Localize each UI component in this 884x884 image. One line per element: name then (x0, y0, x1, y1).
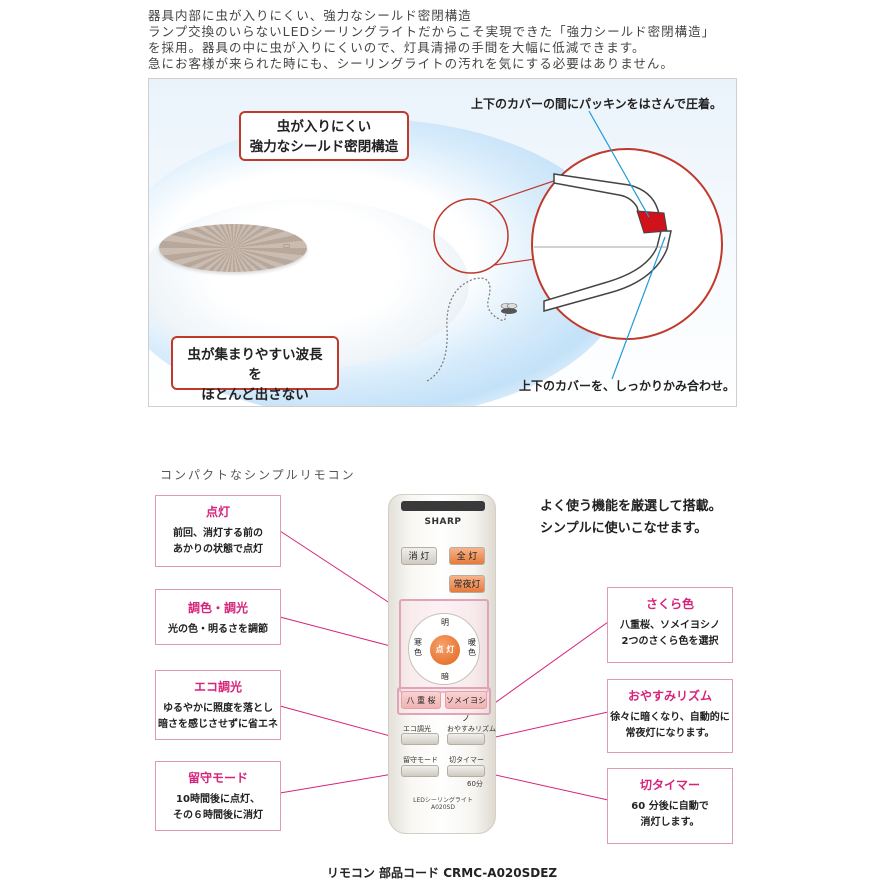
leader-kiri (481, 771, 609, 801)
light-on-button[interactable]: 点 灯 (430, 635, 460, 665)
feature-desc: 60 分後に自動で (631, 801, 709, 812)
night-light-button[interactable]: 常夜灯 (449, 575, 485, 593)
remote-tagline: よく使う機能を厳選して搭載。 シンプルに使いこなせます。 (540, 496, 722, 540)
feature-desc: 暗さを感じさせずに省エネ (158, 719, 278, 730)
oyasumi-label: おやすみリズム (447, 725, 496, 733)
feature-eco: エコ調光 ゆるやかに照度を落とし 暗さを感じさせずに省エネ (155, 670, 281, 740)
dial-darker[interactable]: 暗 (441, 672, 449, 681)
leader-eco (279, 705, 406, 741)
brand-logo: SHARP (424, 517, 462, 527)
structure-diagram (426, 110, 723, 382)
tagline-text: よく使う機能を厳選して搭載。 (540, 499, 722, 514)
feature-title: おやすみリズム (627, 689, 712, 703)
callout-seal-structure: 虫が入りにくい 強力なシールド密閉構造 (239, 111, 409, 161)
callout-wavelength: 虫が集まりやすい波長を ほとんど出さない (171, 336, 339, 403)
feature-desc: ゆるやかに照度を落とし (163, 703, 273, 714)
someiyoshino-button[interactable]: ソメイヨシノ (445, 691, 487, 723)
leader-line-top (588, 110, 650, 218)
feature-desc: 消灯します。 (640, 817, 700, 828)
feature-desc: 八重桜、ソメイヨシノ (620, 620, 720, 631)
insect-icon (500, 303, 518, 314)
intro-line: ランプ交換のいらないLEDシーリングライトだからこそ実現できた「強力シールド密閉… (148, 24, 716, 39)
cover-section-lower (543, 230, 672, 312)
intro-line: 急にお客様が来られた時にも、シーリングライトの汚れを気にする必要はありません。 (148, 56, 674, 71)
tagline-text: シンプルに使いこなせます。 (540, 521, 708, 536)
feature-desc: あかりの状態で点灯 (173, 544, 263, 555)
kiri-label: 切タイマー (449, 756, 484, 764)
dial-warm[interactable]: 暖色 (468, 638, 476, 657)
insect-flight-path (426, 277, 507, 382)
feature-desc: 光の色・明るさを調節 (168, 624, 268, 635)
feature-title: 調色・調光 (187, 601, 248, 615)
light-center-disc (159, 224, 307, 272)
intro-line: 器具内部に虫が入りにくい、強力なシールド密閉構造 (148, 8, 472, 23)
feature-title: エコ調光 (193, 680, 242, 694)
note-gasket: 上下のカバーの間にパッキンをはさんで圧着。 (471, 97, 723, 111)
feature-chosyoku: 調色・調光 光の色・明るさを調節 (155, 589, 281, 645)
callout-text: 虫が入りにくい (276, 119, 372, 135)
feature-title: 切タイマー (639, 778, 700, 792)
remote-model-text: LEDシーリングライト (413, 797, 473, 804)
feature-title: 留守モード (187, 771, 248, 785)
feature-desc: 常夜灯になります。 (625, 728, 715, 739)
feature-desc: 徐々に暗くなり、自動的に (610, 712, 730, 723)
feature-desc: 10時間後に点灯、 (176, 794, 260, 805)
feature-title: 点灯 (205, 505, 230, 519)
leader-line-bottom (611, 236, 666, 380)
rusu-label: 留守モード (403, 756, 438, 764)
full-light-button[interactable]: 全 灯 (449, 547, 485, 565)
leader-oyasumi (481, 711, 609, 741)
intro-line: を採用。器具の中に虫が入りにくいので、灯具清掃の手間を大幅に低減できます。 (148, 40, 646, 55)
zoom-source-circle (433, 198, 509, 274)
eco-label: エコ調光 (403, 725, 431, 733)
off-timer-button[interactable] (447, 765, 485, 777)
remote-model-number: A020SD (431, 804, 455, 811)
leader-chosyoku (279, 616, 399, 649)
color-brightness-dial[interactable]: 明 暗 寒色 暖色 点 灯 (408, 613, 480, 685)
feature-title: さくら色 (645, 597, 694, 611)
timer-60-label: 60分 (467, 780, 483, 788)
callout-text: 強力なシールド密閉構造 (249, 139, 399, 155)
seal-structure-illustration: ▭ 虫が入りにくい 強力なシールド密閉構造 虫が集まりやすい波長を ほとんど出さ… (148, 78, 737, 407)
eco-dimming-button[interactable] (401, 733, 439, 745)
leader-rusu (279, 771, 406, 794)
remote-section-heading: コンパクトなシンプルリモコン (160, 468, 356, 482)
feature-desc: 前回、消灯する前の (173, 528, 263, 539)
away-mode-button[interactable] (401, 765, 439, 777)
sensor-icon: ▭ (283, 241, 291, 250)
feature-kiri: 切タイマー 60 分後に自動で 消灯します。 (607, 768, 733, 844)
feature-rusu: 留守モード 10時間後に点灯、 その６時間後に消灯 (155, 761, 281, 831)
callout-text: 虫が集まりやすい波長を (187, 347, 323, 383)
off-button[interactable]: 消 灯 (401, 547, 437, 565)
dial-brighter[interactable]: 明 (441, 618, 449, 627)
feature-desc: その６時間後に消灯 (173, 810, 263, 821)
note-interlock: 上下のカバーを、しっかりかみ合わせ。 (519, 379, 736, 393)
feature-sakura: さくら色 八重桜、ソメイヨシノ 2つのさくら色を選択 (607, 587, 733, 663)
oyasumi-rhythm-button[interactable] (447, 733, 485, 745)
feature-tento: 点灯 前回、消灯する前の あかりの状態で点灯 (155, 495, 281, 567)
feature-oyasumi: おやすみリズム 徐々に暗くなり、自動的に 常夜灯になります。 (607, 679, 733, 753)
part-code-footer: リモコン 部品コード CRMC-A020SDEZ (326, 866, 558, 880)
callout-text: ほとんど出さない (201, 387, 309, 403)
ir-emitter (401, 501, 485, 511)
intro-text: 器具内部に虫が入りにくい、強力なシールド密閉構造 ランプ交換のいらないLEDシー… (148, 8, 848, 72)
dial-cool[interactable]: 寒色 (414, 638, 422, 657)
yaezakura-button[interactable]: 八 重 桜 (401, 691, 441, 709)
feature-desc: 2つのさくら色を選択 (621, 636, 719, 647)
remote-control: SHARP 消 灯 全 灯 常夜灯 明 暗 寒色 暖色 点 灯 八 重 桜 ソメ… (388, 494, 496, 834)
leader-sakura (491, 621, 609, 706)
